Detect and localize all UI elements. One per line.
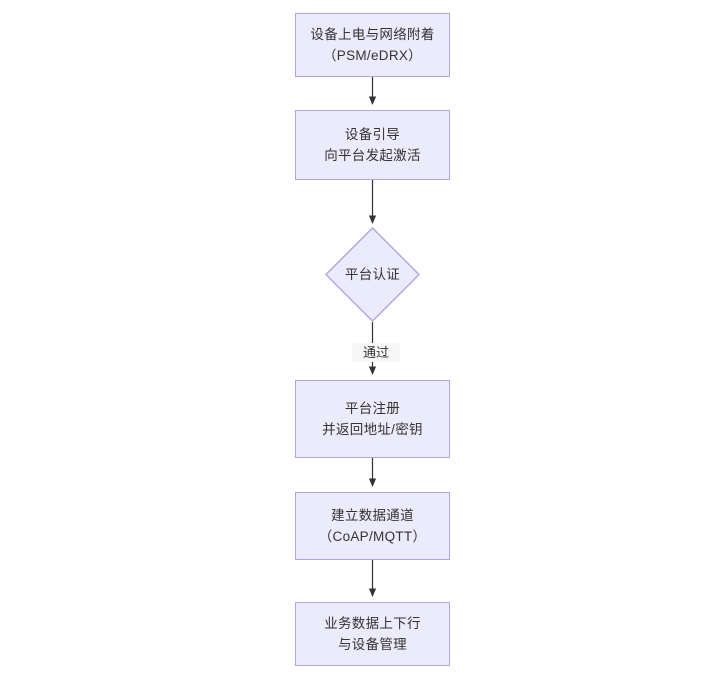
node-data-channel[interactable]: 建立数据通道 （CoAP/MQTT）: [295, 492, 450, 560]
node-bootstrap[interactable]: 设备引导 向平台发起激活: [295, 110, 450, 180]
node-platform-auth[interactable]: 平台认证: [325, 227, 420, 322]
node-data-channel-label: 建立数据通道 （CoAP/MQTT）: [318, 508, 427, 544]
node-service-data-label: 业务数据上下行 与设备管理: [324, 616, 421, 652]
node-platform-register-label: 平台注册 并返回地址/密钥: [322, 401, 423, 437]
node-platform-auth-label: 平台认证: [344, 267, 401, 282]
node-power-on[interactable]: 设备上电与网络附着 （PSM/eDRX）: [295, 13, 450, 77]
edge-label-pass-text: 通过: [362, 345, 389, 360]
node-power-on-label: 设备上电与网络附着 （PSM/eDRX）: [310, 27, 435, 63]
node-bootstrap-label: 设备引导 向平台发起激活: [324, 127, 421, 163]
node-platform-register[interactable]: 平台注册 并返回地址/密钥: [295, 380, 450, 458]
diamond-shape: [325, 227, 420, 322]
edge-label-pass: 通过: [352, 343, 400, 362]
node-service-data[interactable]: 业务数据上下行 与设备管理: [295, 602, 450, 666]
